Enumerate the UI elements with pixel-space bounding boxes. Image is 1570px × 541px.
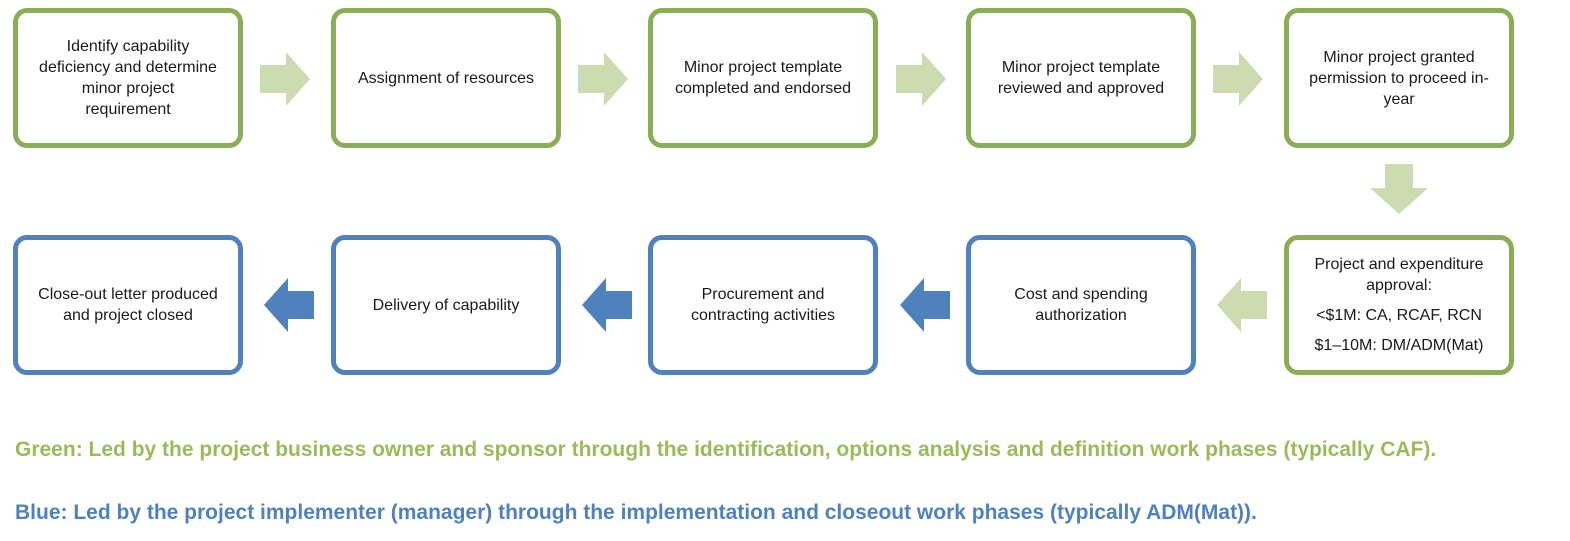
step-permission-granted: Minor project granted permission to proc… <box>1284 8 1514 148</box>
step-template-completed: Minor project template completed and end… <box>648 8 878 148</box>
step-template-reviewed: Minor project template reviewed and appr… <box>966 8 1196 148</box>
step-text-line: and project closed <box>63 307 193 324</box>
step-text-line: minor project <box>81 80 175 97</box>
step-text-line: Minor project template <box>683 59 843 76</box>
step-delivery-of-capability: Delivery of capability <box>331 235 561 375</box>
step-text-line: deficiency and determine <box>39 59 217 76</box>
flow-arrow-down-icon <box>1370 164 1428 214</box>
flow-arrow-left-icon <box>264 278 314 332</box>
step-text-line: Identify capability <box>66 38 190 55</box>
step-expenditure-approval: Project and expenditure approval: <$1M: … <box>1284 235 1514 375</box>
step-text-line: Minor project template <box>1001 59 1161 76</box>
step-text-line: Close-out letter produced <box>38 286 218 303</box>
step-procurement: Procurement and contracting activities <box>648 235 878 375</box>
step-text-line: reviewed and approved <box>997 80 1165 97</box>
legend-green: Green: Led by the project business owner… <box>15 438 1437 461</box>
flow-arrow-left-icon <box>900 278 950 332</box>
step-text-line: completed and endorsed <box>674 80 852 97</box>
step-text-line: authorization <box>1035 307 1127 324</box>
step-text-line: contracting activities <box>690 307 836 324</box>
flow-arrow-right-icon <box>260 52 310 106</box>
flow-arrow-right-icon <box>578 52 628 106</box>
step-text-line: permission to proceed in- <box>1309 69 1489 87</box>
step-text-line: Cost and spending <box>1014 286 1148 303</box>
flow-arrow-left-icon <box>582 278 632 332</box>
step-cost-authorization: Cost and spending authorization <box>966 235 1196 375</box>
step-text-line: Procurement and <box>701 286 825 303</box>
flow-arrow-right-icon <box>896 52 946 106</box>
legend-blue: Blue: Led by the project implementer (ma… <box>15 501 1257 524</box>
step-assignment-of-resources: Assignment of resources <box>331 8 561 148</box>
flow-arrow-right-icon <box>1213 52 1263 106</box>
flow-arrow-left-icon <box>1217 278 1267 332</box>
step-identify-deficiency: Identify capability deficiency and deter… <box>13 8 243 148</box>
step-text-line: Assignment of resources <box>357 69 535 87</box>
step-text-line: Minor project granted <box>1323 48 1475 66</box>
approval-threshold-line: $1–10M: DM/ADM(Mat) <box>1314 337 1484 354</box>
step-text-line: approval: <box>1366 277 1432 294</box>
step-text-line: Delivery of capability <box>372 296 520 314</box>
step-text-line: year <box>1383 90 1415 108</box>
step-close-out: Close-out letter produced and project cl… <box>13 235 243 375</box>
step-text-line: requirement <box>85 101 171 118</box>
approval-threshold-line: <$1M: CA, RCAF, RCN <box>1316 307 1482 324</box>
step-text-line: Project and expenditure <box>1314 256 1484 273</box>
